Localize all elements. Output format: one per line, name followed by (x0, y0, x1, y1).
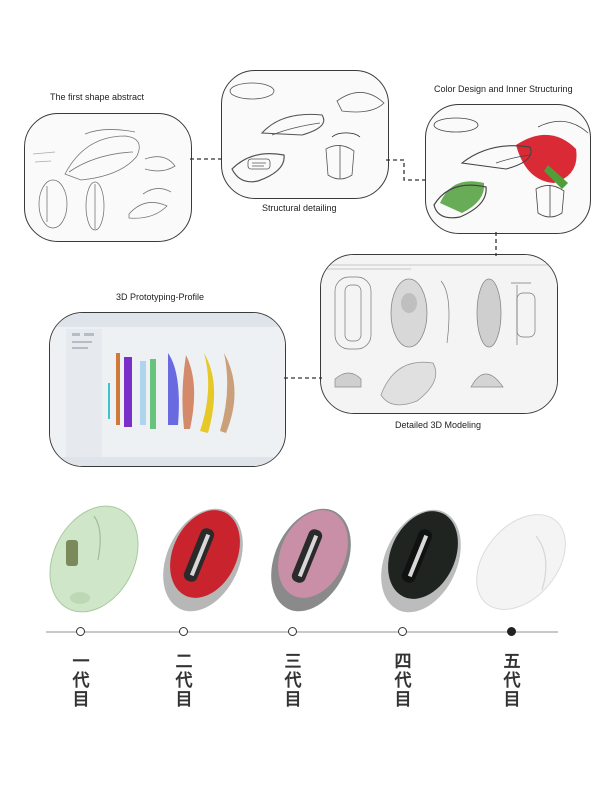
timeline-dot-4 (398, 627, 407, 636)
panel-modeling (320, 254, 558, 414)
timeline-dot-5 (507, 627, 516, 636)
connector-1-2 (190, 158, 222, 160)
mouse-gen-4 (381, 509, 461, 613)
connector-5-4 (284, 377, 322, 379)
panel-prototyping (49, 312, 286, 467)
cad-screen (50, 313, 285, 466)
mouse-gen-5 (476, 514, 566, 610)
panel-color-design (425, 104, 591, 234)
connector-2-3 (386, 159, 426, 181)
timeline-dot-1 (76, 627, 85, 636)
connector-3-5 (495, 232, 497, 256)
panel-structural (221, 70, 389, 199)
generation-label-5: 五 代 目 (503, 652, 521, 710)
timeline-line (46, 631, 558, 633)
mouse-gen-2 (163, 508, 243, 612)
mouse-gen-1 (49, 505, 139, 613)
generation-label-1: 一 代 目 (72, 652, 90, 710)
generation-label-3: 三 代 目 (284, 652, 302, 710)
generation-label-4: 四 代 目 (394, 652, 412, 710)
caption-first-shape: The first shape abstract (50, 92, 145, 102)
technical-drawing (321, 255, 557, 413)
generation-label-2: 二 代 目 (175, 652, 193, 710)
caption-color-design: Color Design and Inner Structuring (434, 84, 573, 94)
timeline-dot-3 (288, 627, 297, 636)
caption-structural: Structural detailing (262, 203, 337, 213)
caption-modeling: Detailed 3D Modeling (395, 420, 482, 430)
timeline-dot-2 (179, 627, 188, 636)
sketch-color-design (433, 117, 589, 219)
sketch-structural (229, 82, 385, 183)
mouse-gen-3 (271, 508, 351, 612)
caption-prototyping: 3D Prototyping-Profile (116, 292, 205, 302)
sketch-first-shape (32, 129, 176, 231)
panel-first-shape (24, 113, 192, 242)
